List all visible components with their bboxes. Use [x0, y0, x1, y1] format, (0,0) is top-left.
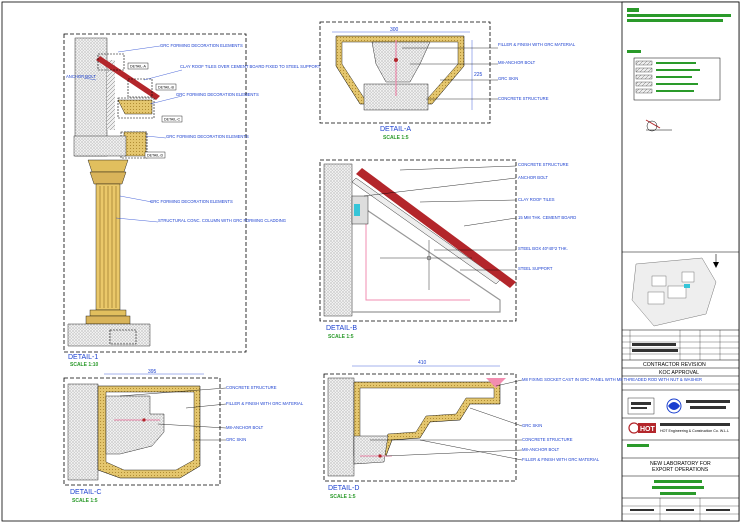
main-detail-scale: SCALE 1:10: [70, 362, 99, 368]
section-symbol: [645, 119, 672, 132]
detail-tag-b: DETAIL-B: [158, 86, 175, 90]
detail-b-label-2: CLAY ROOF TILES: [518, 197, 555, 202]
koc-approval-heading: KOC APPROVAL: [659, 370, 699, 376]
project-title-line2: EXPORT OPERATIONS: [652, 467, 709, 473]
main-label-0: GRC FORMING DECORATION ELEMENTS: [160, 43, 243, 48]
detail-b-label-4: STEEL BOX 40*40*2 THK.: [518, 246, 568, 251]
detail-d-label-3: M8-ANCHOR BOLT: [522, 447, 560, 452]
main-label-5: GRC FORMING DECORATION ELEMENTS: [150, 199, 233, 204]
detail-a-label-3: CONCRETE STRUCTURE: [498, 96, 549, 101]
detail-b-title: DETAIL-B: [326, 325, 357, 332]
hot-company-logo: HOT HOT Engineering & Construction Co. W…: [628, 422, 730, 434]
detail-d-label-0: M8 FIXING SOCKET CAST IN GRC PANEL WITH …: [522, 377, 702, 382]
detail-c-label-0: CONCRETE STRUCTURE: [226, 385, 277, 390]
drawing-number-table: [622, 498, 739, 521]
detail-c-label-2: M8-ANCHOR BOLT: [226, 425, 264, 430]
detail-d: 410 M8 FIXING SOCKET CAST IN GRC PANEL W…: [323, 360, 702, 500]
detail-a: 300 225 FILLER & FINISH WITH GRC MATERIA…: [319, 21, 576, 141]
detail-b-label-1: ANCHOR BOLT: [518, 175, 548, 180]
key-plan: [631, 254, 719, 327]
detail-a-label-0: FILLER & FINISH WITH GRC MATERIAL: [498, 42, 576, 47]
detail-d-label-1: GRC SKIN: [522, 423, 542, 428]
main-detail-title: DETAIL-1: [68, 354, 98, 361]
main-label-6: STRUCTURAL CONC. COLUMN WITH GRC FORMING…: [158, 218, 286, 223]
detail-b-label-0: CONCRETE STRUCTURE: [518, 162, 569, 167]
contractor-revision-heading: CONTRACTOR REVISION: [643, 362, 706, 368]
detail-d-title: DETAIL-D: [328, 485, 359, 492]
detail-a-dim-top: 300: [390, 27, 399, 33]
detail-c-scale: SCALE 1:5: [72, 498, 98, 504]
detail-tag-c: DETAIL-C: [164, 118, 181, 122]
detail-b-label-3: 15 MM THK. CEMENT BOARD: [518, 215, 576, 220]
detail-d-scale: SCALE 1:5: [330, 494, 356, 500]
detail-d-label-4: FILLER & FINISH WITH GRC MATERIAL: [522, 457, 600, 462]
company-logo-text: HOT: [640, 426, 656, 433]
revision-table: [622, 330, 739, 360]
legend-table: [633, 57, 721, 101]
company-name: HOT Engineering & Construction Co. W.L.L: [660, 429, 729, 433]
detail-c-dim-top: 395: [148, 369, 157, 375]
main-label-4: GRC FORMING DECORATION ELEMENTS: [166, 134, 249, 139]
detail-b-scale: SCALE 1:5: [328, 334, 354, 340]
detail-c-title: DETAIL-C: [70, 489, 101, 496]
detail-d-label-2: CONCRETE STRUCTURE: [522, 437, 573, 442]
detail-c-label-3: GRC SKIN: [226, 437, 246, 442]
main-label-3: GRC FORMING DECORATION ELEMENTS: [176, 92, 259, 97]
detail-a-label-1: M8-ANCHOR BOLT: [498, 60, 536, 65]
detail-c-label-1: FILLER & FINISH WITH GRC MATERIAL: [226, 401, 304, 406]
detail-tag-a: DETAIL-A: [130, 65, 147, 69]
main-column-detail: DETAIL-A DETAIL-B DETAIL-C DETAIL-D GRC …: [63, 33, 321, 368]
detail-a-dim-side: 225: [474, 72, 483, 78]
detail-a-title: DETAIL-A: [380, 126, 411, 133]
main-label-1: CLAY ROOF TILES OVER CEMENT BOARD FIXED …: [180, 64, 321, 69]
detail-a-scale: SCALE 1:5: [383, 135, 409, 141]
koc-logo: [627, 397, 730, 415]
detail-c: 395 CONCRETE STRUCTURE FILLER & FINISH W…: [63, 369, 304, 504]
detail-a-label-2: GRC SKIN: [498, 76, 518, 81]
detail-b-label-5: STEEL SUPPORT: [518, 266, 553, 271]
main-label-2: ANCHOR BOLT: [66, 74, 96, 79]
project-title-line1: NEW LABORATORY FOR: [650, 461, 711, 467]
detail-tag-d: DETAIL-D: [147, 154, 164, 158]
detail-b: CONCRETE STRUCTURE ANCHOR BOLT CLAY ROOF…: [319, 159, 576, 340]
detail-d-dim-top: 410: [418, 360, 427, 366]
title-block: CONTRACTOR REVISION KOC APPROVAL HOT HOT…: [622, 8, 739, 521]
